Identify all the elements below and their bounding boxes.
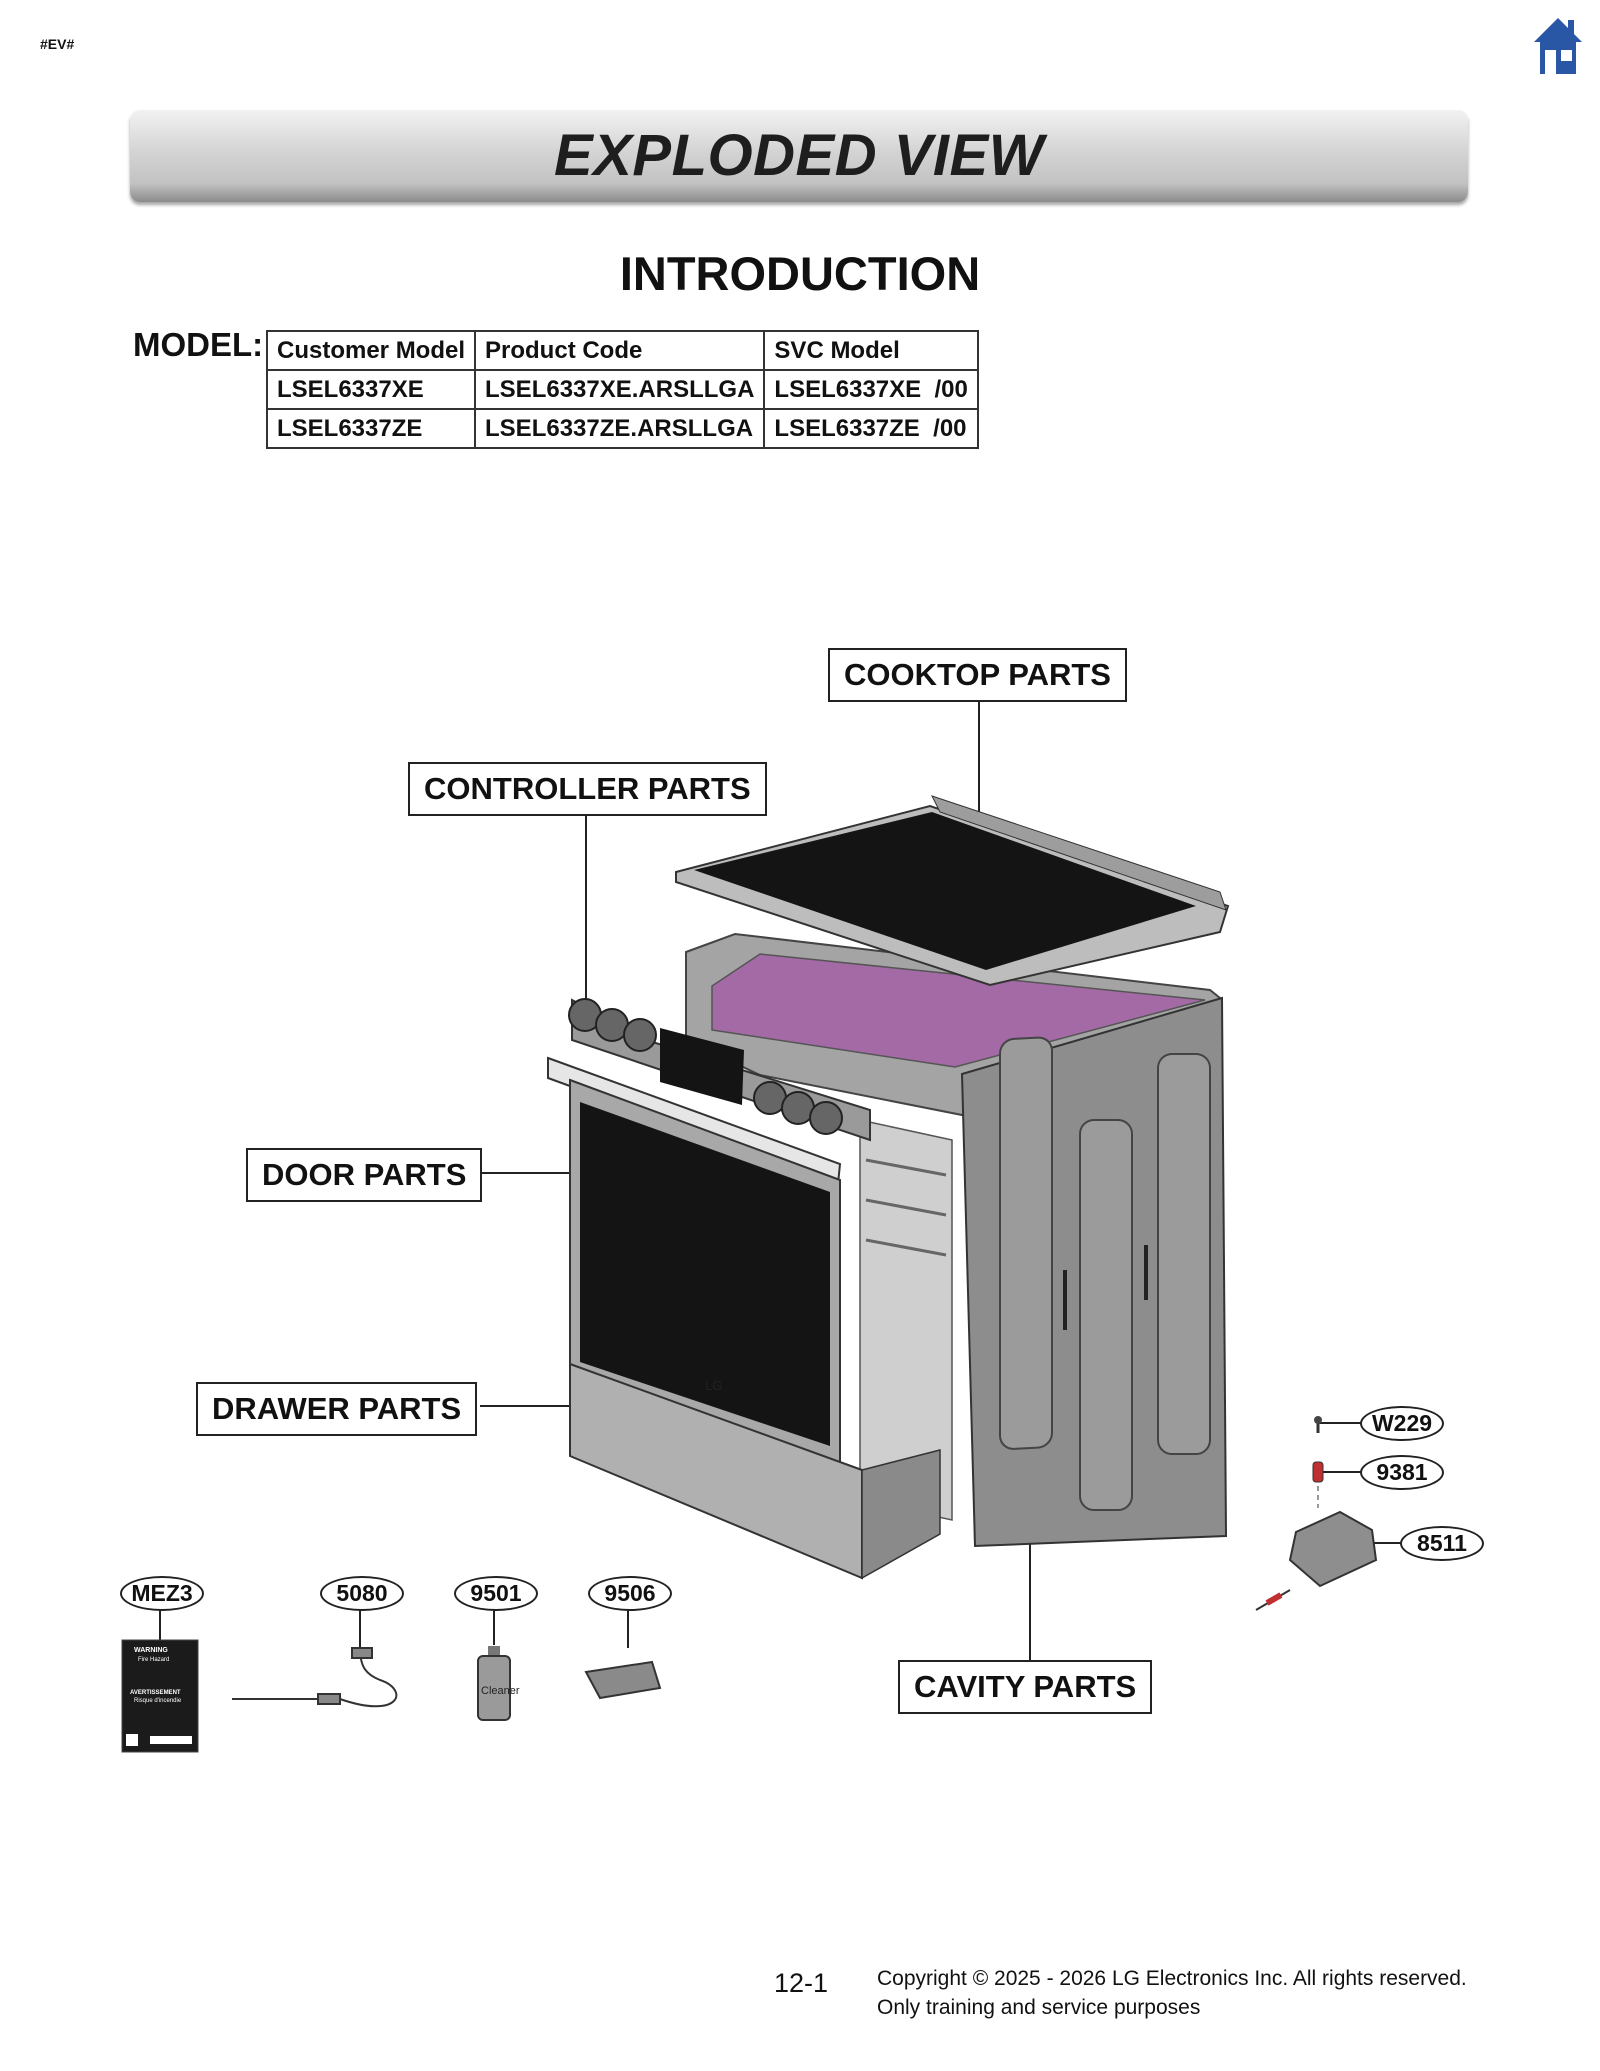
oven-cabinet (685, 932, 1228, 1548)
table-row: LSEL6337XE LSEL6337XE.ARSLLGA LSEL6337XE… (265, 369, 979, 410)
drawer-parts-callout[interactable]: DRAWER PARTS (196, 1382, 478, 1436)
column-header: SVC Model (763, 330, 979, 371)
leveling-leg-assembly (1255, 1416, 1378, 1611)
scrub-pad-part (584, 1660, 662, 1700)
table-row: LSEL6337ZE LSEL6337ZE.ARSLLGA LSEL6337ZE… (265, 408, 979, 449)
cleaner-bottle-part: Cleaner (477, 1646, 520, 1721)
table-cell: LSEL6337XE.ARSLLGA (474, 369, 766, 410)
table-cell: LSEL6337ZE (265, 408, 477, 449)
copyright-notice: Copyright © 2025 - 2026 LG Electronics I… (877, 1964, 1467, 2022)
part-number-9501[interactable]: 9501 (454, 1576, 538, 1611)
cleaner-text: Cleaner (481, 1685, 520, 1697)
meat-probe-part (232, 1647, 398, 1708)
section-title: INTRODUCTION (619, 247, 981, 300)
storage-drawer (569, 1362, 941, 1580)
table-cell: LSEL6337ZE.ARSLLGA (474, 408, 766, 449)
part-number-9506[interactable]: 9506 (588, 1576, 672, 1611)
page-title: EXPLODED VIEW (554, 123, 1044, 188)
warning-text: WARNING (134, 1647, 168, 1654)
oven-door: LG (547, 998, 871, 1472)
part-number-mez3[interactable]: MEZ3 (120, 1576, 204, 1611)
avertissement-text: AVERTISSEMENT (130, 1690, 181, 1696)
usage-line: Only training and service purposes (877, 1996, 1201, 2019)
table-cell: LSEL6337ZE /00 (763, 408, 979, 449)
column-header: Customer Model (265, 330, 477, 371)
brand-logo: LG (705, 1378, 722, 1393)
page-number: 12-1 (774, 1968, 829, 1998)
column-header: Product Code (474, 330, 766, 371)
title-banner: EXPLODED VIEW (130, 110, 1468, 202)
risque-text: Risque d'incendie (134, 1698, 182, 1704)
cooktop-glass (675, 795, 1230, 987)
table-cell: LSEL6337XE /00 (763, 369, 979, 410)
home-icon[interactable] (1532, 14, 1584, 76)
fire-hazard-text: Fire Hazard (138, 1657, 169, 1663)
controller-parts-callout[interactable]: CONTROLLER PARTS (408, 762, 767, 816)
warning-label-part: WARNING Fire Hazard AVERTISSEMENT Risque… (121, 1639, 199, 1753)
door-parts-callout[interactable]: DOOR PARTS (246, 1148, 483, 1202)
cavity-parts-callout[interactable]: CAVITY PARTS (898, 1660, 1153, 1714)
part-number-9381[interactable]: 9381 (1360, 1455, 1444, 1490)
table-cell: LSEL6337XE (265, 369, 477, 410)
part-number-w229[interactable]: W229 (1360, 1406, 1444, 1441)
model-label: MODEL: (133, 326, 264, 363)
part-number-5080[interactable]: 5080 (320, 1576, 404, 1611)
part-number-8511[interactable]: 8511 (1400, 1526, 1484, 1561)
cooktop-parts-callout[interactable]: COOKTOP PARTS (828, 648, 1127, 702)
model-table: Customer Model Product Code SVC Model LS… (265, 330, 979, 449)
table-header-row: Customer Model Product Code SVC Model (265, 330, 979, 371)
document-tag: #EV# (40, 36, 75, 52)
copyright-line: Copyright © 2025 - 2026 LG Electronics I… (877, 1967, 1467, 1990)
